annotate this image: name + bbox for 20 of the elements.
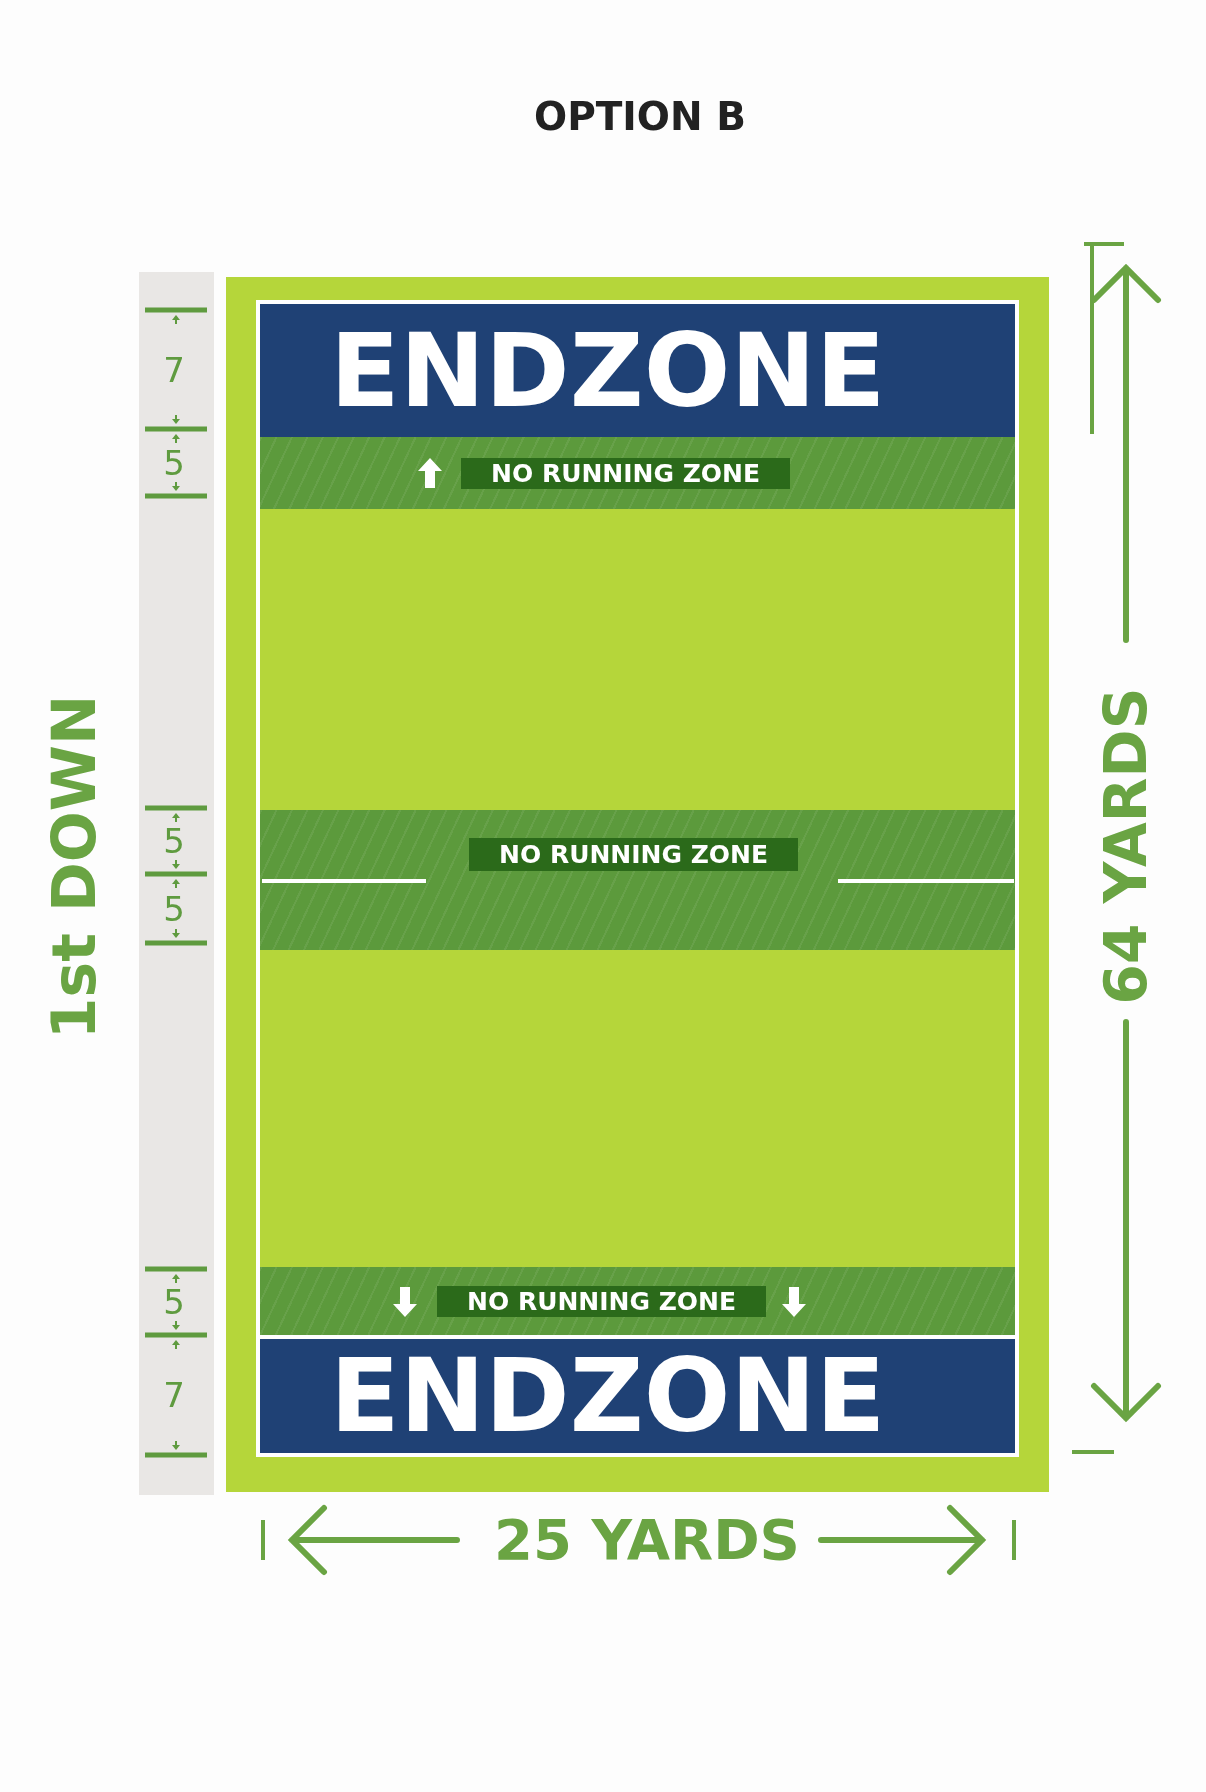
endzone-label: ENDZONE (330, 1345, 886, 1447)
no-running-zone-band (260, 437, 1015, 509)
no-running-zone-band (260, 1267, 1015, 1335)
page-title: OPTION B (534, 95, 746, 139)
endzone-label: ENDZONE (330, 319, 886, 422)
dimension-label: 64 YARDS (1095, 687, 1157, 1005)
side-label: 1st DOWN (42, 694, 106, 1040)
no-running-zone-band (260, 810, 1015, 950)
dimension-label: 5 (163, 894, 185, 924)
dimension-label: 5 (163, 448, 185, 478)
dimension-label: 7 (163, 355, 185, 385)
endzone-band (260, 304, 1015, 437)
zone-label: NO RUNNING ZONE (437, 1286, 767, 1317)
zone-label: NO RUNNING ZONE (469, 838, 799, 871)
endzone-band (260, 1335, 1015, 1453)
dimension-label: 5 (163, 826, 185, 856)
dimension-label: 7 (163, 1380, 185, 1410)
dimension-label: 25 YARDS (494, 1510, 800, 1570)
zone-label: NO RUNNING ZONE (461, 458, 791, 489)
dimension-label: 5 (163, 1287, 185, 1317)
